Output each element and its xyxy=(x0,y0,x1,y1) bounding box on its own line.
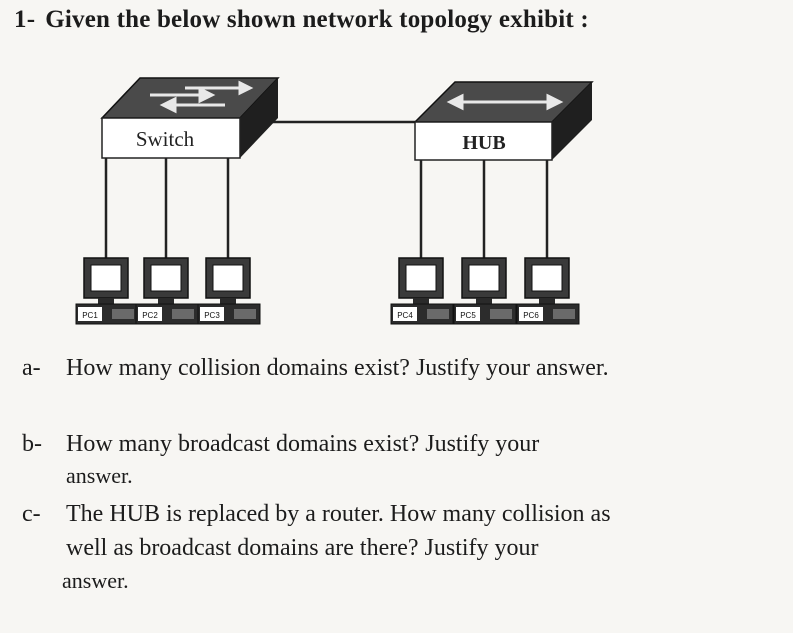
question-b: b- How many broadcast domains exist? Jus… xyxy=(22,430,539,488)
pc-2: PC2 xyxy=(135,257,199,325)
switch-arrows-icon xyxy=(150,80,254,114)
pc-label: PC2 xyxy=(142,311,158,320)
pc-label: PC1 xyxy=(82,311,98,320)
switch-label: Switch xyxy=(136,127,195,151)
switch-device: Switch xyxy=(100,77,280,159)
question-a-letter: a- xyxy=(22,355,41,381)
pc-3: PC3 xyxy=(197,257,261,325)
question-number: 1- xyxy=(14,6,36,33)
hub-device: HUB xyxy=(413,81,594,161)
hub-label: HUB xyxy=(462,132,505,154)
pc-label: PC5 xyxy=(460,311,476,320)
question-c-letter: c- xyxy=(22,501,41,527)
question-a: a- How many collision domains exist? Jus… xyxy=(22,354,609,383)
pc-1: PC1 xyxy=(75,257,139,325)
question-heading: 1- Given the below shown network topology… xyxy=(14,6,589,34)
pc-6: PC6 xyxy=(516,257,580,325)
question-c-line-3: answer. xyxy=(62,568,129,593)
pc-label: PC6 xyxy=(523,311,539,320)
network-topology-diagram: Switch HUB PC1 PC2 PC3 PC4 PC5 PC6 xyxy=(75,77,594,325)
question-c: c- The HUB is replaced by a router. How … xyxy=(22,500,611,593)
pc-4: PC4 xyxy=(390,257,454,325)
pc-label: PC3 xyxy=(204,311,220,320)
pc-cables xyxy=(104,158,549,262)
pc-5: PC5 xyxy=(453,257,517,325)
question-title: Given the below shown network topology e… xyxy=(45,6,589,33)
question-b-line-1: How many broadcast domains exist? Justif… xyxy=(66,431,540,457)
pc-label: PC4 xyxy=(397,311,413,320)
question-b-letter: b- xyxy=(22,431,42,457)
question-c-line-1: The HUB is replaced by a router. How man… xyxy=(66,501,611,527)
hub-arrow-icon xyxy=(446,93,564,111)
question-b-line-2: answer. xyxy=(66,463,133,488)
question-a-line-1: How many collision domains exist? Justif… xyxy=(66,355,609,381)
question-c-line-2: well as broadcast domains are there? Jus… xyxy=(66,535,539,561)
